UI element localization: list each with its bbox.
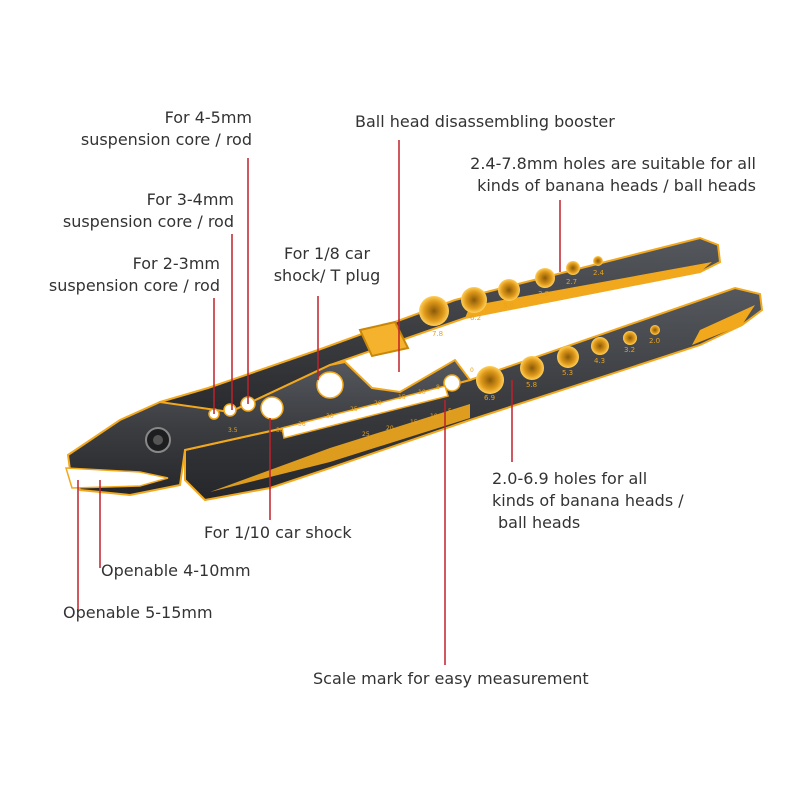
label-holes-2-0-6-9-line1: 2.0-6.9 holes for all: [492, 469, 648, 488]
scale-top-mark-3: 36: [298, 421, 306, 428]
lower-hole-mark-2: 5.8: [526, 381, 537, 389]
scale-bottom-mark-3: 15: [410, 419, 418, 426]
upper-hole-7.8: [419, 296, 449, 326]
notch-1-8-shock: [316, 371, 344, 399]
label-openable-4-10: Openable 4-10mm: [101, 561, 251, 580]
label-core-3-4: For 3-4mm suspension core / rod: [63, 189, 234, 233]
ball-head-booster-hole: [443, 374, 461, 392]
scale-bottom-mark-4: 10: [430, 413, 438, 420]
label-scale-mark: Scale mark for easy measurement: [313, 669, 589, 688]
lower-hole-2.0: [650, 325, 660, 335]
gold-accent-lower: [210, 404, 470, 492]
upper-hole-mark-6: 2.4: [593, 269, 605, 277]
upper-hole-5.0: [498, 279, 520, 301]
scale-top-mark-5: 25: [350, 406, 358, 413]
label-shock-1-8-line1: For 1/8 car: [283, 244, 371, 263]
jaw-body: [66, 358, 472, 497]
scale-top-mark-7: 15: [398, 394, 406, 401]
label-core-3-4-line1: For 3-4mm: [146, 190, 234, 209]
scale-top-mark-1: 3.5: [228, 427, 238, 434]
upper-hole-mark-4: 3.8: [538, 290, 549, 298]
lower-hole-mark-4: 4.3: [594, 357, 605, 365]
lower-hole-mark-1: 6.9: [484, 394, 495, 402]
label-holes-2-4-7-8-line1: 2.4-7.8mm holes are suitable for all: [470, 154, 756, 173]
upper-hole-engravings: 7.8 6.2 5.0 3.8 2.7 2.4: [432, 269, 605, 338]
scale-top-mark-4: 30: [326, 413, 334, 420]
lower-hole-mark-5: 3.2: [624, 346, 635, 354]
upper-hole-mark-1: 7.8: [432, 330, 443, 338]
lower-hole-5.8: [520, 356, 544, 380]
lower-hole-5.3: [557, 346, 579, 368]
scale-bottom-mark-2: 20: [386, 425, 394, 432]
upper-hole-3.8: [535, 268, 555, 288]
upper-hole-mark-5: 2.7: [566, 278, 577, 286]
label-holes-2-4-7-8: 2.4-7.8mm holes are suitable for all kin…: [470, 153, 756, 197]
scale-bottom-mark-5: 5: [448, 408, 452, 415]
scale-bottom-engravings: 25 20 15 10 5: [362, 408, 452, 438]
t-plug-slot: [358, 320, 410, 358]
lower-hole-3.2: [623, 331, 637, 345]
label-core-4-5: For 4-5mm suspension core / rod: [81, 107, 252, 151]
scale-slot: [281, 385, 449, 439]
label-shock-1-8-line2: shock/ T plug: [273, 266, 381, 285]
scale-bottom-mark-1: 25: [362, 431, 370, 438]
label-holes-2-0-6-9-line3: ball heads: [498, 513, 581, 532]
scale-top-mark-10: 0: [470, 367, 474, 374]
lower-hole-mark-6: 2.0: [649, 337, 660, 345]
jaw-gap: [64, 467, 169, 489]
label-holes-2-0-6-9-line2: kinds of banana heads /: [492, 491, 684, 510]
lower-handle: [184, 286, 764, 502]
upper-hole-mark-2: 6.2: [470, 314, 481, 322]
label-openable-5-15: Openable 5-15mm: [63, 603, 213, 622]
scale-top-mark-8: 10: [418, 389, 426, 396]
lower-hole-mark-3: 5.3: [562, 369, 573, 377]
label-core-4-5-line2: suspension core / rod: [80, 130, 252, 149]
upper-hole-2.4: [593, 256, 603, 266]
notch-3-4: [223, 403, 237, 417]
label-shock-1-10: For 1/10 car shock: [204, 523, 352, 542]
scale-top-mark-6: 20: [374, 400, 382, 407]
label-core-4-5-line1: For 4-5mm: [164, 108, 252, 127]
leader-lines: [77, 140, 561, 665]
gold-accent-upper: [465, 262, 712, 318]
lower-hole-6.9: [476, 366, 504, 394]
scale-top-mark-9: 8: [436, 384, 440, 391]
gold-accent-tip: [692, 305, 755, 345]
notch-1-10-shock: [260, 396, 284, 420]
lower-hole-4.3: [591, 337, 609, 355]
label-holes-2-4-7-8-line2: kinds of banana heads / ball heads: [477, 176, 756, 195]
lower-hole-engravings: 6.9 5.8 5.3 4.3 3.2 2.0: [484, 337, 660, 402]
label-ball-head-booster: Ball head disassembling booster: [355, 112, 615, 131]
label-core-3-4-line2: suspension core / rod: [62, 212, 234, 231]
upper-hole-6.2: [461, 287, 487, 313]
label-shock-1-8: For 1/8 car shock/ T plug: [262, 243, 392, 287]
upper-hole-mark-3: 5.0: [503, 302, 514, 310]
scale-top-mark-2: 38: [276, 427, 284, 434]
label-core-2-3-line2: suspension core / rod: [48, 276, 220, 295]
upper-hole-2.7: [566, 261, 580, 275]
label-core-2-3-line1: For 2-3mm: [132, 254, 220, 273]
label-core-2-3: For 2-3mm suspension core / rod: [49, 253, 220, 297]
label-holes-2-0-6-9: 2.0-6.9 holes for all kinds of banana he…: [492, 468, 684, 534]
scale-top-engravings: 3.5 38 36 30 25 20 15 10 8 0: [228, 367, 474, 434]
